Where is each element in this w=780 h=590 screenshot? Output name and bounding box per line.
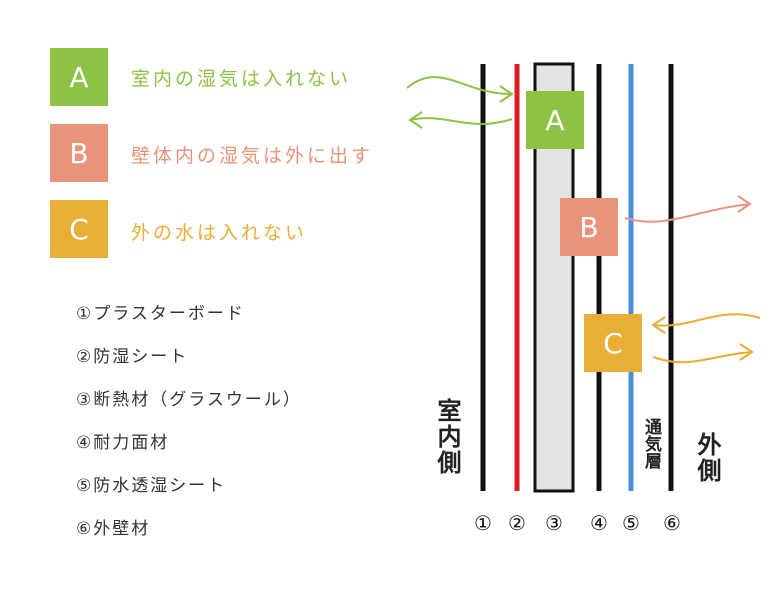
layer-number: ⑤ xyxy=(622,511,640,535)
wall-badge-b: B xyxy=(560,198,618,256)
arrow-c-out xyxy=(652,351,753,364)
arrow-a-back-head xyxy=(408,111,423,129)
legend-item: ②防湿シート xyxy=(76,347,189,367)
arrow-c-out-head xyxy=(739,343,754,361)
legend-item: ⑥外壁材 xyxy=(76,519,151,539)
outdoor-label: 外側 xyxy=(693,432,721,484)
air-layer-label: 通気層 xyxy=(641,418,661,469)
arrow-b-out xyxy=(624,203,751,223)
arrow-a-in-head xyxy=(499,85,514,103)
rule-a-badge: A xyxy=(50,48,108,106)
rule-a-text: 室内の湿気は入れない xyxy=(131,68,352,90)
rule-b-badge: B xyxy=(50,124,108,182)
layer-number: ① xyxy=(474,511,492,535)
layer-number: ③ xyxy=(545,511,563,535)
wall-badge-c: C xyxy=(584,314,642,372)
rule-b-text: 壁体内の湿気は外に出す xyxy=(131,145,374,167)
legend-item: ③断熱材（グラスウール） xyxy=(76,390,302,410)
arrow-a-in xyxy=(406,76,513,96)
arrow-c-in xyxy=(652,313,761,327)
rule-c-badge: C xyxy=(50,200,108,258)
indoor-label: 室内側 xyxy=(433,398,461,476)
legend-item: ⑤防水透湿シート xyxy=(76,476,227,496)
arrow-a-back xyxy=(409,117,513,125)
legend-item: ①プラスターボード xyxy=(76,304,245,324)
arrow-c-in-head xyxy=(651,316,666,334)
layer-number: ② xyxy=(508,511,526,535)
rule-c-text: 外の水は入れない xyxy=(131,222,308,244)
layer-number: ⑥ xyxy=(663,511,681,535)
wall-badge-a: A xyxy=(526,91,584,149)
arrow-b-out-head xyxy=(737,195,752,213)
layer-number: ④ xyxy=(590,511,608,535)
legend-item: ④耐力面材 xyxy=(76,433,170,453)
